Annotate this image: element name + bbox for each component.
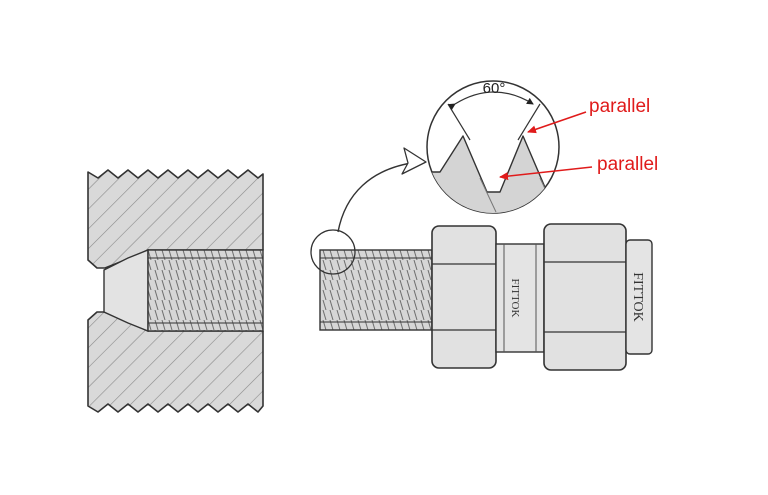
zoom-arrow [337,161,419,233]
male-fitting: FITTOK FITTOK [319,223,653,371]
zoom-arrow-head [401,147,427,175]
male-thread-shank [319,249,433,331]
brand-mark-1: FITTOK [509,279,521,318]
thread-zoom-detail: 60° [426,80,560,214]
fitting-end-cap [625,239,653,355]
callout-line-1 [527,111,587,134]
female-thread-teeth [147,249,264,332]
callout-parallel-1: parallel [589,96,650,117]
angle-label: 60° [483,80,506,97]
angle-arc [448,91,534,111]
callout-line-2 [499,166,593,181]
hex-nut-left [431,225,497,369]
callout-parallel-2: parallel [597,154,658,175]
detail-marker-circle [310,229,356,275]
hex-nut-right [543,223,627,371]
brand-mark-2: FITTOK [630,272,645,322]
female-thread-section [87,169,264,413]
